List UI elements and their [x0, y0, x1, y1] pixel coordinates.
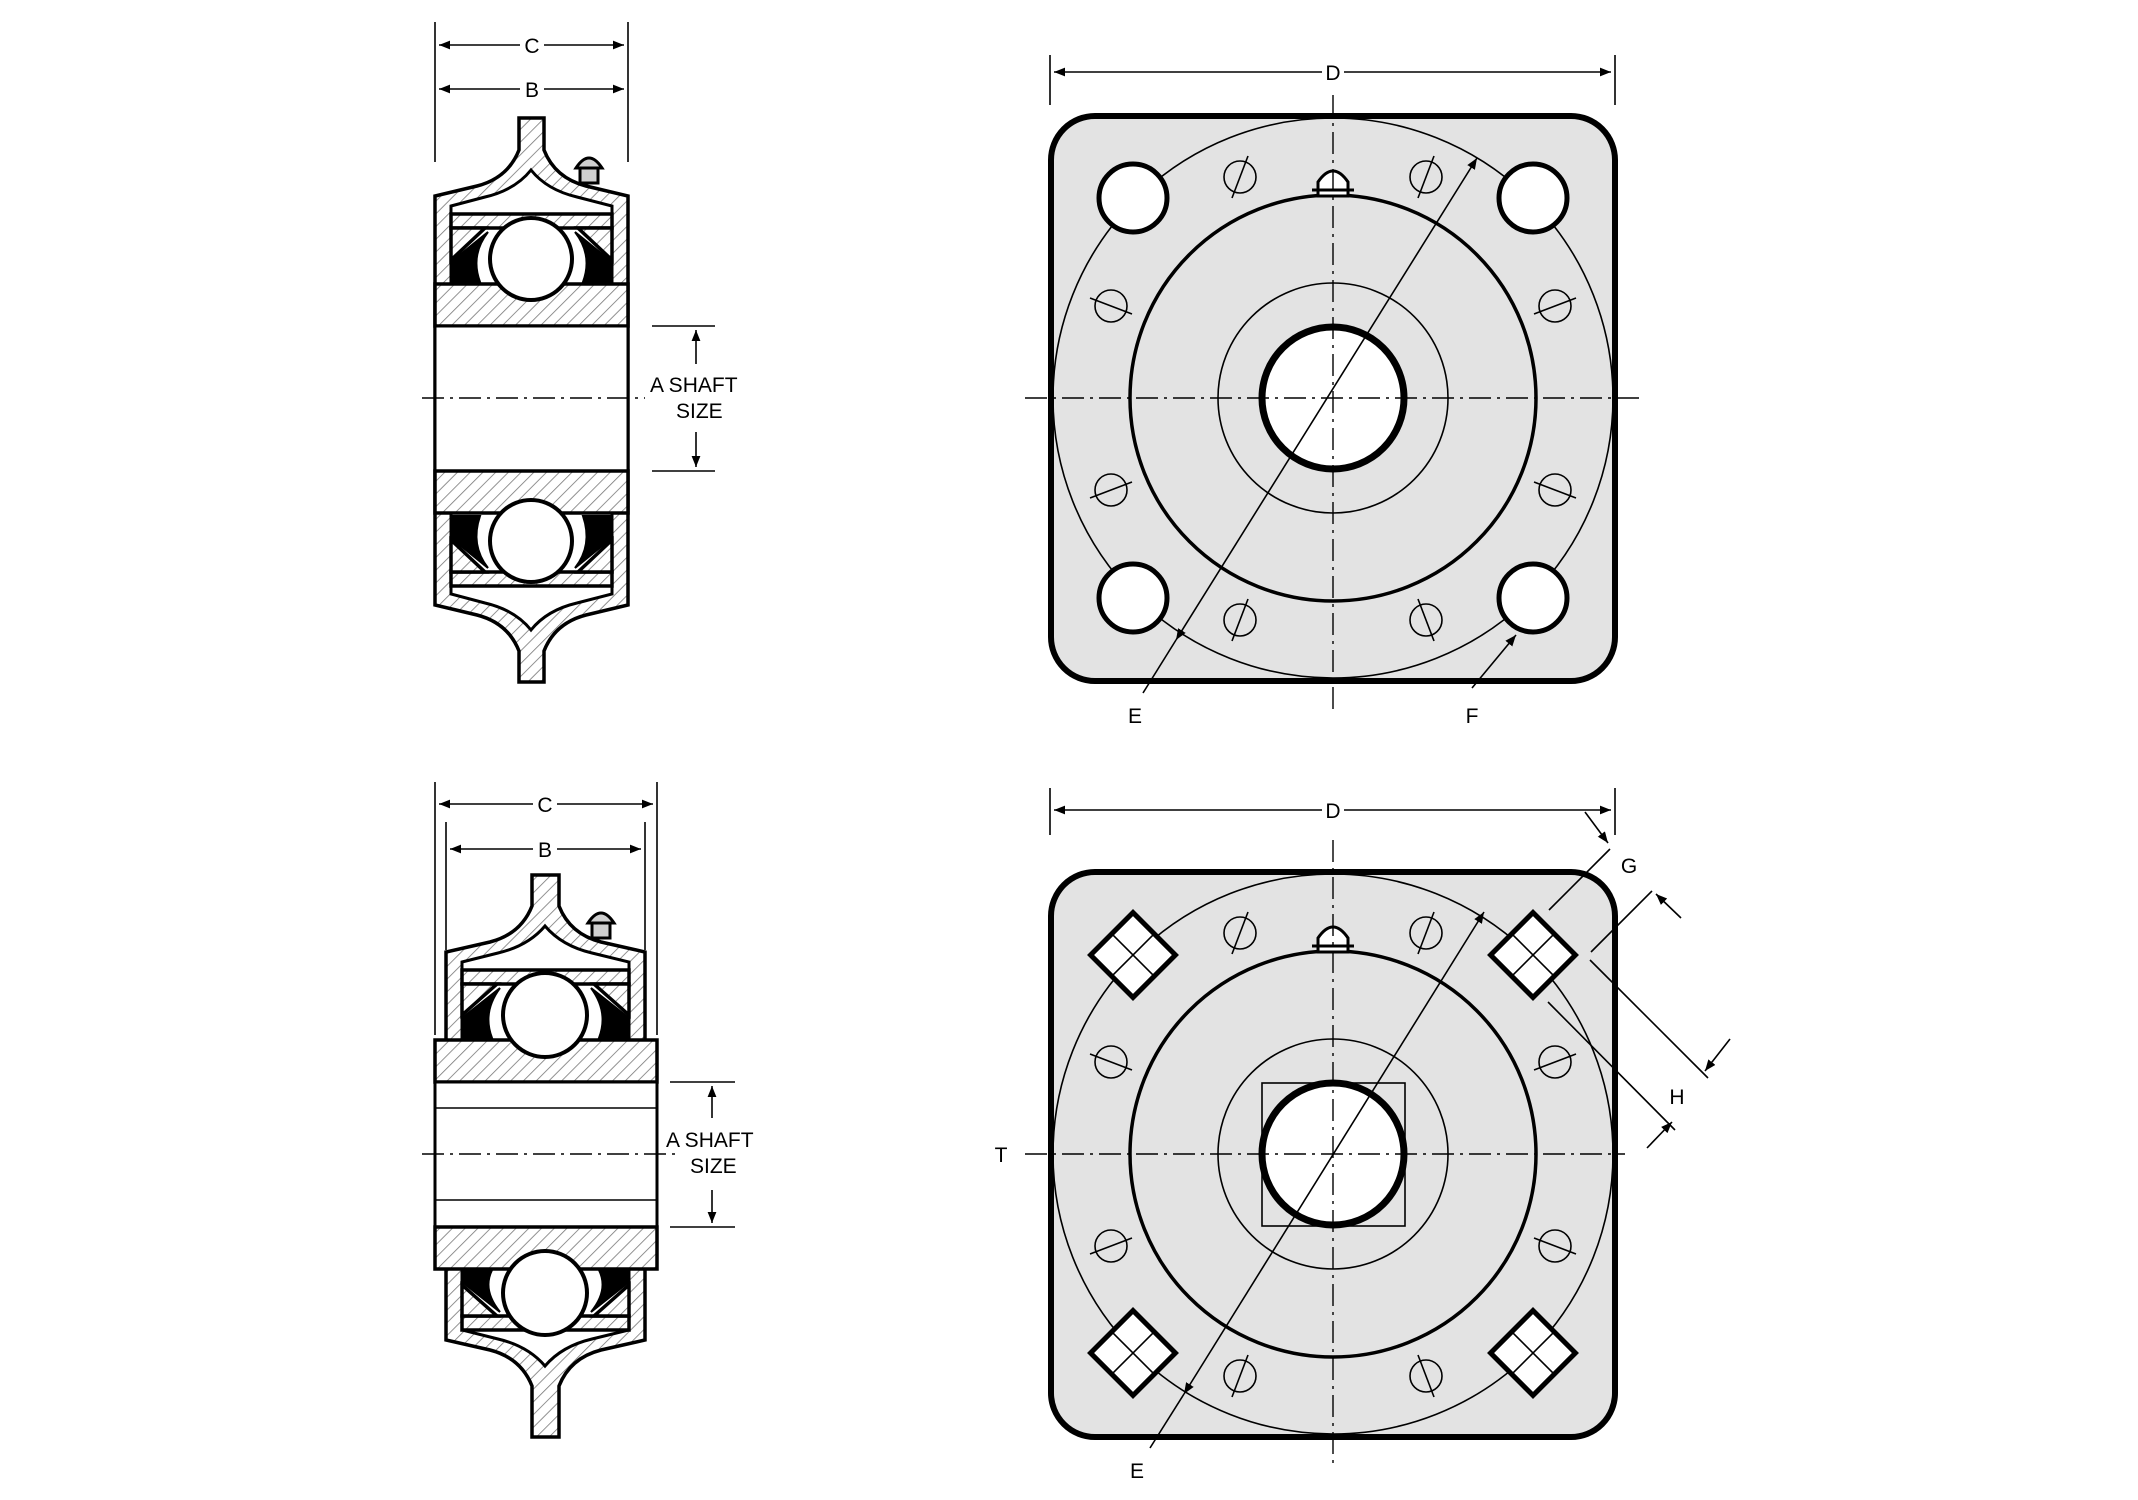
- bottom-side-c-label: C: [537, 794, 552, 817]
- top-front-e-label: E: [1128, 705, 1142, 728]
- top-side-shaft-size-label: SIZE: [676, 400, 723, 423]
- top-mounting-hole: [1496, 161, 1570, 235]
- bottom-front-d-label: D: [1325, 800, 1340, 823]
- bottom-square-mounting-hole: [1487, 1307, 1579, 1399]
- top-side-ball-upper: [488, 216, 574, 302]
- top-side-c-label: C: [524, 35, 539, 58]
- top-front-d-label: D: [1325, 62, 1340, 85]
- bottom-side-grease-fitting-icon: [585, 911, 617, 940]
- bottom-front-g-label: G: [1621, 855, 1637, 878]
- bottom-side-view: C B A SHAFT SIZE: [422, 782, 754, 1439]
- bottom-square-mounting-hole: [1087, 909, 1179, 1001]
- bottom-side-shaft-label: A SHAFT: [666, 1129, 754, 1152]
- top-side-view: C B: [422, 22, 738, 684]
- bottom-side-b-label: B: [538, 839, 552, 862]
- bottom-side-shaft-size-label: SIZE: [690, 1155, 737, 1178]
- bottom-square-mounting-hole: [1087, 1307, 1179, 1399]
- top-side-ball-lower: [488, 498, 574, 584]
- bottom-side-ball-lower: [501, 1249, 589, 1337]
- bottom-front-h-label: H: [1669, 1086, 1684, 1109]
- bottom-side-ball-upper: [501, 971, 589, 1059]
- bottom-front-t-label: T: [995, 1144, 1008, 1167]
- bottom-square-mounting-hole: [1487, 909, 1579, 1001]
- top-front-view: D E: [1025, 55, 1645, 728]
- top-front-f-label: F: [1466, 705, 1479, 728]
- top-mounting-hole: [1096, 561, 1170, 635]
- top-side-b-label: B: [525, 79, 539, 102]
- top-mounting-hole: [1496, 561, 1570, 635]
- top-side-shaft-label: A SHAFT: [650, 374, 738, 397]
- top-side-grease-fitting-icon: [573, 156, 605, 185]
- bottom-front-e-label: E: [1130, 1460, 1144, 1483]
- top-mounting-hole: [1096, 161, 1170, 235]
- bottom-front-view: D: [995, 788, 1731, 1483]
